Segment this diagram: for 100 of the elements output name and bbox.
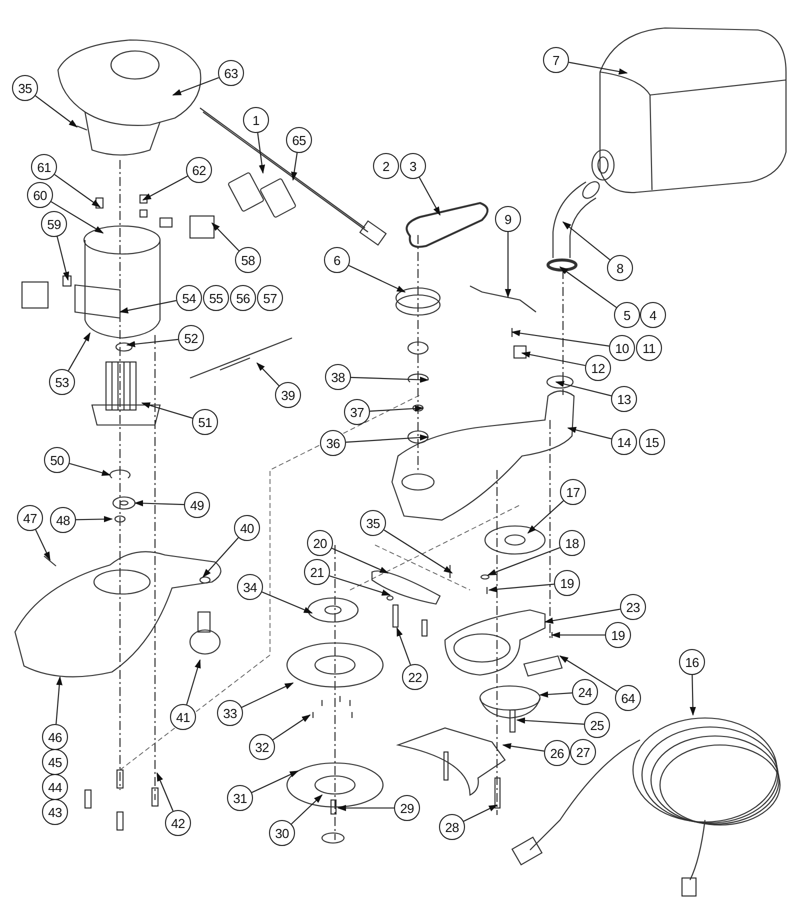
leader-line: [502, 743, 544, 752]
callout-number: 33: [217, 700, 243, 726]
leader-line: [35, 95, 78, 128]
leader-line: [551, 632, 605, 638]
leader-line: [370, 405, 424, 412]
leader-line: [568, 62, 628, 75]
leader-line: [211, 222, 240, 252]
leader-line: [418, 177, 440, 216]
leader-line: [272, 714, 311, 740]
callout-number: 36: [320, 430, 346, 456]
callout-number: 30: [269, 820, 295, 846]
leader-line: [56, 236, 70, 281]
callout-number: 29: [394, 795, 420, 821]
callout-number: 64: [615, 685, 641, 711]
callout-number: 27: [570, 739, 596, 765]
leader-line: [544, 608, 620, 624]
callout-number: 47: [17, 505, 43, 531]
leader-line: [516, 717, 584, 725]
leader-line: [527, 500, 564, 534]
leader-line: [56, 676, 62, 724]
leader-line: [562, 221, 610, 260]
callout-number: 7: [543, 47, 569, 73]
callout-number: 3: [400, 153, 426, 179]
callout-number: 13: [611, 386, 637, 412]
leader-line: [252, 770, 299, 793]
callout-number: 14: [611, 429, 637, 455]
leader-line: [186, 659, 201, 705]
callout-number: 43: [42, 799, 68, 825]
leader-line: [396, 627, 412, 665]
callout-number: 38: [325, 364, 351, 390]
callout-number: 62: [186, 157, 212, 183]
callout-number: 12: [585, 355, 611, 381]
callout-number: 35: [360, 510, 386, 536]
leader-line: [257, 132, 266, 174]
leader-line: [241, 682, 294, 708]
callout-number: 53: [49, 369, 75, 395]
leader-line: [690, 674, 696, 716]
callout-number: 17: [560, 479, 586, 505]
callout-number: 52: [178, 325, 204, 351]
leader-line: [69, 462, 111, 476]
callout-number: 25: [584, 712, 610, 738]
callout-number: 41: [170, 704, 196, 730]
leader-line: [329, 575, 391, 596]
leader-line: [141, 402, 193, 419]
callout-number: 4: [640, 302, 666, 328]
leader-line: [134, 500, 184, 506]
callout-number: 42: [165, 810, 191, 836]
leader-line: [156, 772, 174, 812]
callout-number: 32: [249, 734, 275, 760]
callout-number: 1: [243, 107, 269, 133]
leader-line: [262, 592, 313, 614]
leader-line: [350, 376, 429, 383]
callout-number: 2: [373, 153, 399, 179]
callout-number: 40: [234, 515, 260, 541]
callout-number: 44: [42, 774, 68, 800]
leader-line: [488, 584, 554, 592]
leader-line: [504, 232, 512, 298]
leader-line: [337, 804, 394, 812]
callout-number: 28: [439, 814, 465, 840]
leader-line: [332, 548, 389, 574]
leader-line: [68, 332, 90, 371]
leader-line: [555, 380, 612, 396]
callout-number: 23: [620, 594, 646, 620]
leader-line: [54, 174, 101, 208]
leader-line: [346, 434, 429, 443]
leader-line: [76, 516, 113, 522]
callout-number: 10: [609, 335, 635, 361]
callout-number: 31: [227, 785, 253, 811]
callout-number: 19: [554, 570, 580, 596]
callout-number: 11: [636, 335, 662, 361]
callout-number: 8: [607, 255, 633, 281]
leader-line: [35, 529, 50, 561]
callout-number: 57: [257, 285, 283, 311]
callout-number: 55: [203, 285, 229, 311]
leader-line: [291, 794, 323, 824]
callout-number: 50: [44, 447, 70, 473]
callout-number: 15: [639, 429, 665, 455]
leader-line: [567, 426, 612, 440]
callout-number: 35: [12, 75, 38, 101]
callout-number: 54: [176, 285, 202, 311]
callout-number: 6: [324, 247, 350, 273]
callout-number: 37: [344, 399, 370, 425]
callout-number: 22: [402, 664, 428, 690]
leader-line: [50, 201, 104, 234]
callout-number: 39: [275, 382, 301, 408]
callout-number: 45: [42, 749, 68, 775]
callout-number: 60: [27, 182, 53, 208]
leader-line: [172, 77, 219, 96]
callout-number: 16: [679, 649, 705, 675]
callout-number: 46: [42, 724, 68, 750]
leader-line: [119, 300, 176, 314]
callout-number: 51: [192, 409, 218, 435]
leader-line: [126, 338, 178, 348]
leader-line: [202, 537, 239, 578]
callout-number: 59: [41, 211, 67, 237]
callout-number: 61: [31, 154, 57, 180]
callout-number: 48: [50, 507, 76, 533]
leader-line: [291, 152, 298, 181]
callout-number: 18: [559, 530, 585, 556]
leader-line: [348, 265, 406, 292]
